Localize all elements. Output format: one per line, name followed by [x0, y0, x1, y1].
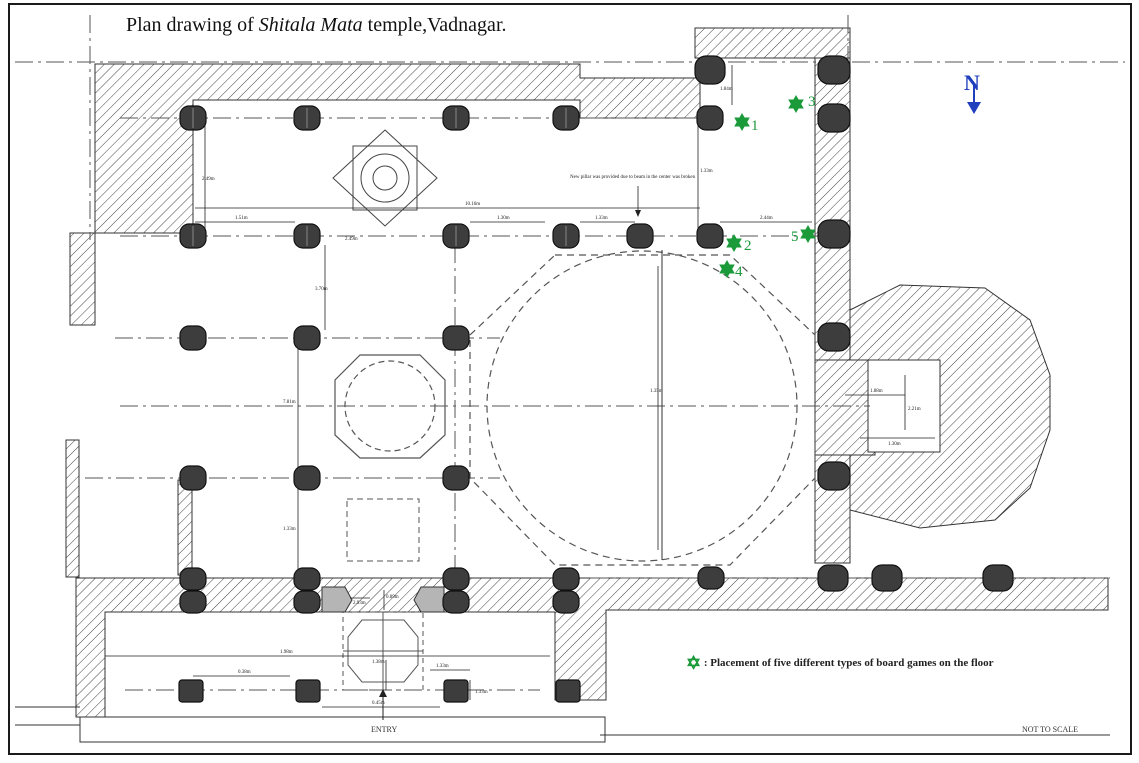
- marker-number: 1: [751, 118, 759, 134]
- pillar: [817, 322, 851, 352]
- dimension-lines: [105, 65, 935, 708]
- pillar: [442, 590, 470, 614]
- dim-label: 1.33m: [700, 169, 713, 174]
- pillar: [178, 679, 204, 703]
- pillar: [293, 567, 321, 591]
- pillar: [817, 219, 851, 249]
- dim-label: 1.98m: [280, 650, 293, 655]
- dim-label: 1.51m: [235, 216, 248, 221]
- pillar: [817, 564, 849, 592]
- dome-outline: [469, 250, 816, 566]
- pillar-highlights: [192, 108, 567, 246]
- dim-label: 10.16m: [465, 202, 480, 207]
- dim-label: 2.21m: [908, 407, 921, 412]
- pillar: [552, 567, 580, 591]
- marker-number: 2: [744, 238, 752, 254]
- ceiling-rosette: [332, 129, 438, 227]
- dim-label: 2.49m: [345, 237, 358, 242]
- pillar: [179, 567, 207, 591]
- pillar: [179, 590, 207, 614]
- dim-label: 1.30m: [888, 442, 901, 447]
- title-prefix: Plan drawing of: [126, 14, 259, 36]
- plinth: [15, 706, 1110, 743]
- entry-arrow: [379, 689, 387, 720]
- pillar: [817, 103, 851, 133]
- pillar: [295, 679, 321, 703]
- pillar-note-text: New pillar was provided due to beam in t…: [570, 175, 696, 180]
- star-of-david-icon: ✡: [686, 653, 702, 673]
- dim-label: 1.35m: [650, 389, 663, 394]
- pillar: [179, 325, 207, 351]
- dim-label: 7.81m: [283, 400, 296, 405]
- entry-label: ENTRY: [371, 725, 398, 734]
- pillar: [982, 564, 1014, 592]
- pillar: [817, 55, 851, 85]
- dim-label: 1.88m: [870, 389, 883, 394]
- pillars: [178, 55, 1014, 703]
- pillar: [697, 566, 725, 590]
- marker-5: 5: [791, 225, 816, 245]
- dim-label: 1.38m: [372, 660, 385, 665]
- dim-label: 2.49m: [202, 177, 215, 182]
- pillar: [626, 223, 654, 249]
- scale-note: NOT TO SCALE: [1022, 725, 1079, 734]
- dim-label: 1.33m: [595, 216, 608, 221]
- pillar: [696, 105, 724, 131]
- pillar: [179, 465, 207, 491]
- dim-label: 0.89m: [386, 595, 399, 600]
- pillar: [442, 325, 470, 351]
- dim-label: 0.45m: [372, 701, 385, 706]
- north-arrow-icon: N: [964, 70, 981, 114]
- pillar: [817, 461, 851, 491]
- marker-number: 3: [808, 94, 816, 110]
- pillar: [293, 590, 321, 614]
- marker-2: 2: [726, 234, 752, 254]
- pillar-note-arrow: [635, 210, 641, 217]
- marker-number: 4: [735, 264, 743, 280]
- title-italic: Shitala Mata: [258, 14, 363, 36]
- pillar: [694, 55, 726, 85]
- pillar: [552, 590, 580, 614]
- marker-4: 4: [719, 260, 743, 280]
- dim-label: 2.93m: [353, 601, 366, 606]
- dim-label: 3.70m: [315, 287, 328, 292]
- porch-steps: [321, 586, 445, 613]
- dim-label: 1.33m: [475, 690, 488, 695]
- sanctum-recess: [867, 359, 941, 453]
- entrance-porch: [342, 611, 424, 691]
- pillar: [696, 223, 724, 249]
- dim-label: 1.33m: [283, 527, 296, 532]
- marker-3: 3: [788, 94, 816, 113]
- dimension-labels: 2.49m 10.16m 1.51m 1.30m 1.33m 2.44m 1.3…: [202, 87, 921, 706]
- title-suffix: temple,Vadnagar.: [362, 14, 507, 36]
- pillar: [442, 567, 470, 591]
- dim-label: 1.33m: [436, 664, 449, 669]
- walls: [65, 27, 1109, 718]
- platform: [346, 498, 420, 562]
- marker-1: 1: [734, 113, 759, 134]
- pillar: [293, 325, 321, 351]
- dim-label: 0.38m: [238, 670, 251, 675]
- dim-label: 2.44m: [760, 216, 773, 221]
- mandapa-octagon: [334, 354, 446, 459]
- pillar: [442, 465, 470, 491]
- legend-text: Placement of five different types of boa…: [710, 657, 994, 669]
- pillar-note: New pillar was provided due to beam in t…: [570, 175, 696, 180]
- marker-number: 5: [791, 229, 799, 245]
- dim-label: 1.84m: [720, 87, 733, 92]
- north-label: N: [964, 70, 980, 95]
- legend: ✡ : Placement of five different types of…: [686, 653, 994, 673]
- board-game-markers: 1 2 3 4 5: [719, 94, 816, 280]
- pillar: [443, 679, 469, 703]
- dim-label: 1.30m: [497, 216, 510, 221]
- pillar: [871, 564, 903, 592]
- pillar: [555, 679, 581, 703]
- pillar: [293, 465, 321, 491]
- drawing-title: Plan drawing of Shitala Mata temple,Vadn…: [126, 14, 507, 37]
